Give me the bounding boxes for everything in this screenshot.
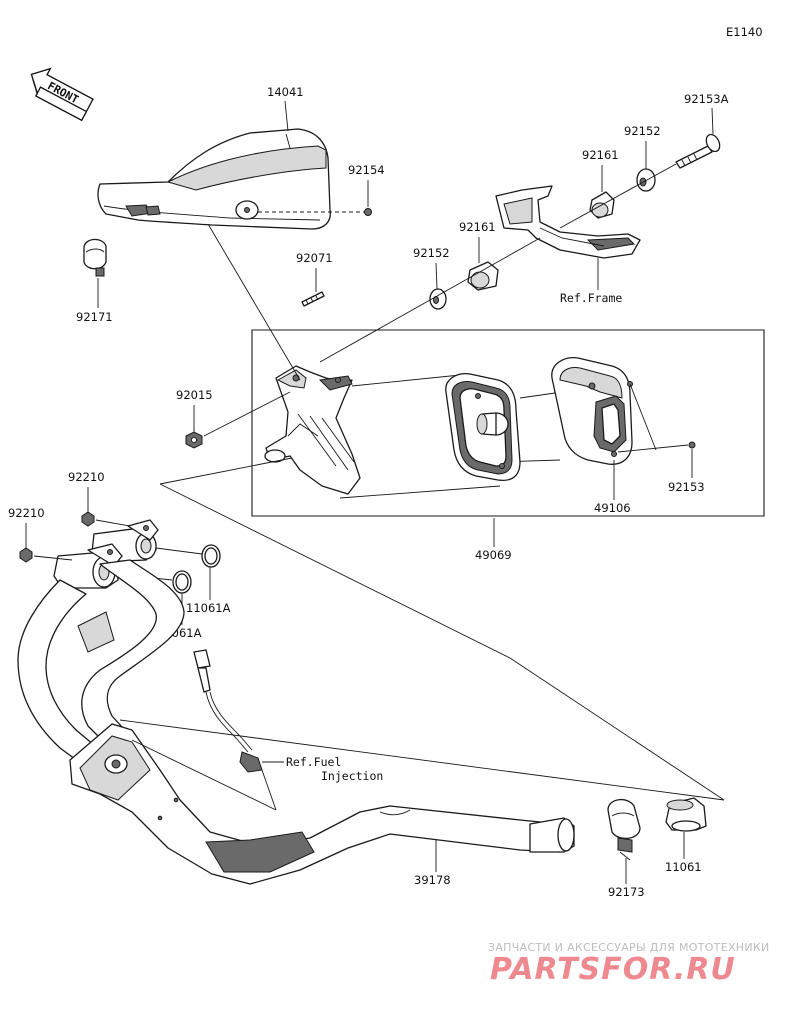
ref-fuel-label-line2: Injection xyxy=(321,769,383,783)
exhaust-header-pipe-39178 xyxy=(17,559,575,885)
part-92171-label: 92171 xyxy=(76,310,113,324)
spring-92071 xyxy=(301,291,325,307)
part-92210-a-label: 92210 xyxy=(68,470,105,484)
part-92161-upper-label: 92161 xyxy=(582,148,619,162)
watermark-logo: PARTSFOR.RU xyxy=(490,952,736,987)
screw-92153 xyxy=(688,441,696,449)
part-92161-lower-label: 92161 xyxy=(459,220,496,234)
part-92210-b-label: 92210 xyxy=(8,506,45,520)
muffler-end-plate xyxy=(445,373,521,482)
muffler-body xyxy=(264,365,361,495)
part-92152-lower-label: 92152 xyxy=(413,246,450,260)
gasket-11061A-b xyxy=(172,570,192,594)
watermark-tagline: ЗАПЧАСТИ И АКСЕССУАРЫ ДЛЯ МОТОТЕХНИКИ xyxy=(488,941,770,954)
exhaust-flange-rear xyxy=(53,543,123,589)
part-92153A-label: 92153A xyxy=(684,92,729,106)
frame-bracket xyxy=(495,185,641,259)
part-92154-label: 92154 xyxy=(348,163,385,177)
gasket-11061 xyxy=(665,797,707,832)
washer-92152-lower xyxy=(429,288,447,310)
part-92152-upper-label: 92152 xyxy=(624,124,661,138)
nut-92015 xyxy=(185,431,203,449)
part-11061A-a-label: 11061A xyxy=(186,601,231,615)
part-92015-label: 92015 xyxy=(176,388,213,402)
collar-92161-lower xyxy=(467,261,499,291)
part-92071-label: 92071 xyxy=(296,251,333,265)
exhaust-flange-front xyxy=(91,519,159,563)
washer-92152-upper xyxy=(636,168,656,192)
bolt-92153A xyxy=(675,133,721,169)
screw-92154 xyxy=(364,208,372,216)
muffler-end-cap-49106 xyxy=(551,357,633,465)
part-49106-label: 49106 xyxy=(594,501,631,515)
gasket-11061A-a xyxy=(201,544,221,568)
part-92173-label: 92173 xyxy=(608,885,645,899)
collar-92161-upper xyxy=(589,191,615,219)
front-arrow-icon: FRONT xyxy=(30,67,94,122)
ref-fuel-label-line1: Ref.Fuel xyxy=(286,755,341,769)
clamp-92173 xyxy=(607,799,641,861)
nut-92210-b xyxy=(19,547,33,563)
nut-92210-a xyxy=(81,511,95,527)
part-11061-label: 11061 xyxy=(665,860,702,874)
part-14041-label: 14041 xyxy=(267,85,304,99)
part-92153-label: 92153 xyxy=(668,480,705,494)
diagram-code: E1140 xyxy=(726,25,763,39)
part-49069-label: 49069 xyxy=(475,548,512,562)
heat-shield-cover xyxy=(97,128,331,230)
ref-frame-label: Ref.Frame xyxy=(560,291,622,305)
part-39178-label: 39178 xyxy=(414,873,451,887)
clamp-92171 xyxy=(83,238,107,277)
o2-sensor xyxy=(193,649,263,773)
